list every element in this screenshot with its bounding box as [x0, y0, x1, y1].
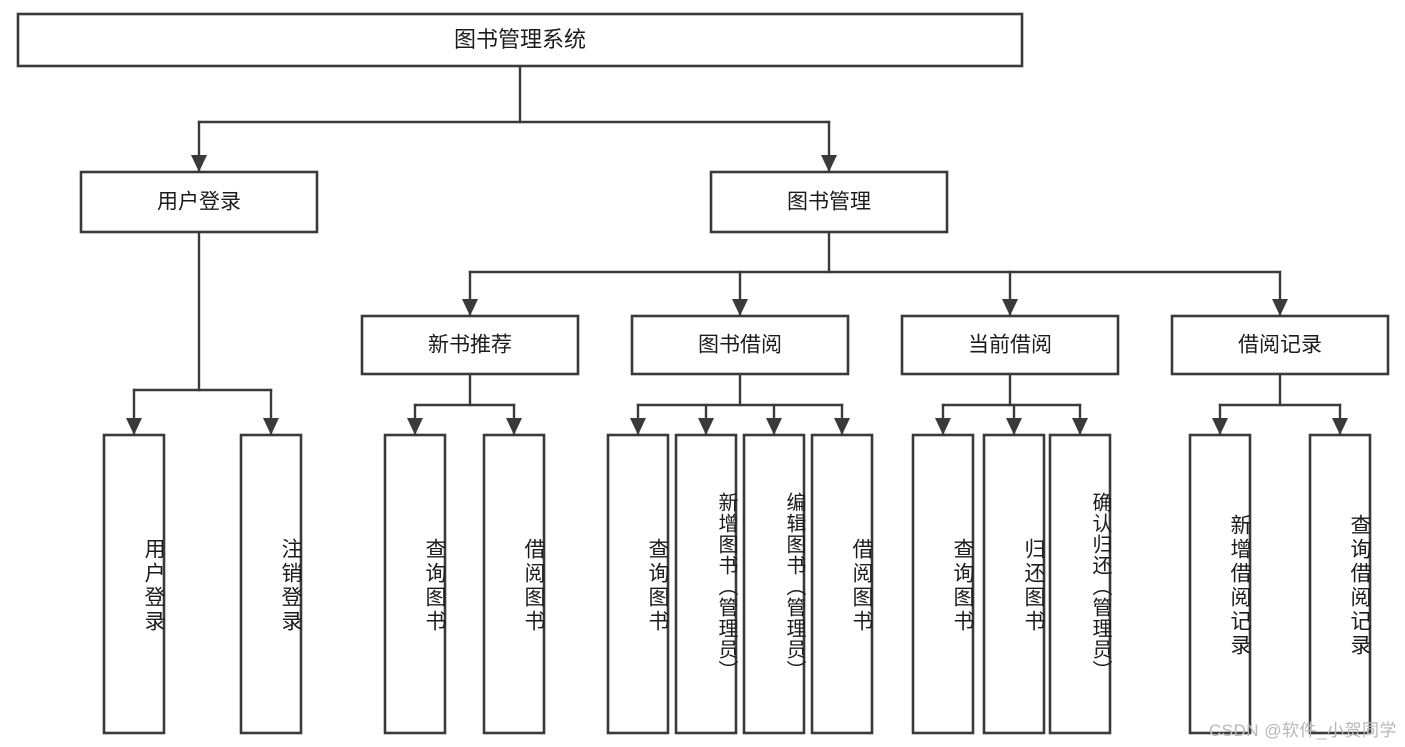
connector-arrowhead: [630, 418, 646, 435]
connector-arrowhead: [732, 299, 748, 316]
connector-arrowhead: [506, 418, 522, 435]
connector-arrowhead: [1006, 418, 1022, 435]
node-box-leaf-logout[interactable]: [239, 433, 303, 735]
connector-arrowhead: [263, 418, 279, 435]
connector-arrowhead: [462, 299, 478, 316]
connector-arrowhead: [821, 155, 837, 172]
node-box-book-manage[interactable]: [709, 170, 949, 234]
node-label-user-login: 用户登录: [157, 191, 241, 214]
connectors-layer: [126, 64, 1348, 437]
node-label-borrow-record: 借阅记录: [1238, 334, 1322, 357]
node-box-leaf-borrow-book-2[interactable]: [810, 433, 874, 735]
node-box-current-borrow[interactable]: [900, 314, 1120, 376]
connector-arrowhead: [698, 418, 714, 435]
connector-arrowhead: [766, 418, 782, 435]
node-box-book-borrow[interactable]: [630, 314, 850, 376]
node-box-leaf-query-book-3[interactable]: [911, 433, 975, 735]
node-box-leaf-user-login[interactable]: [102, 433, 166, 735]
node-box-leaf-query-record[interactable]: [1308, 433, 1372, 735]
node-box-leaf-add-book[interactable]: [674, 433, 738, 735]
connector-arrowhead: [1072, 418, 1088, 435]
node-box-leaf-query-book-1[interactable]: [383, 433, 447, 735]
node-box-root[interactable]: [16, 12, 1024, 68]
node-box-leaf-confirm-return[interactable]: [1048, 433, 1112, 735]
node-box-new-book-rec[interactable]: [360, 314, 580, 376]
node-label-book-manage: 图书管理: [787, 191, 871, 214]
connector-arrowhead: [1272, 299, 1288, 316]
connector-arrowhead: [191, 155, 207, 172]
node-label-book-borrow: 图书借阅: [698, 334, 782, 357]
connector-arrowhead: [407, 418, 423, 435]
connector-arrowhead: [935, 418, 951, 435]
connector-arrowhead: [126, 418, 142, 435]
node-box-leaf-add-record[interactable]: [1188, 433, 1252, 735]
node-box-leaf-edit-book[interactable]: [742, 433, 806, 735]
connector-arrowhead: [1002, 299, 1018, 316]
connector-arrowhead: [834, 418, 850, 435]
connector-arrowhead: [1332, 418, 1348, 435]
node-box-user-login[interactable]: [79, 170, 319, 234]
watermark-text: CSDN @软件_小贺同学: [1208, 721, 1397, 740]
node-label-root: 图书管理系统: [454, 27, 586, 52]
connector-arrowhead: [1212, 418, 1228, 435]
node-box-leaf-borrow-book-1[interactable]: [482, 433, 546, 735]
node-label-new-book-rec: 新书推荐: [428, 334, 512, 357]
node-box-leaf-return-book[interactable]: [982, 433, 1046, 735]
node-label-current-borrow: 当前借阅: [968, 334, 1052, 357]
node-box-borrow-record[interactable]: [1170, 314, 1390, 376]
node-box-leaf-query-book-2[interactable]: [606, 433, 670, 735]
